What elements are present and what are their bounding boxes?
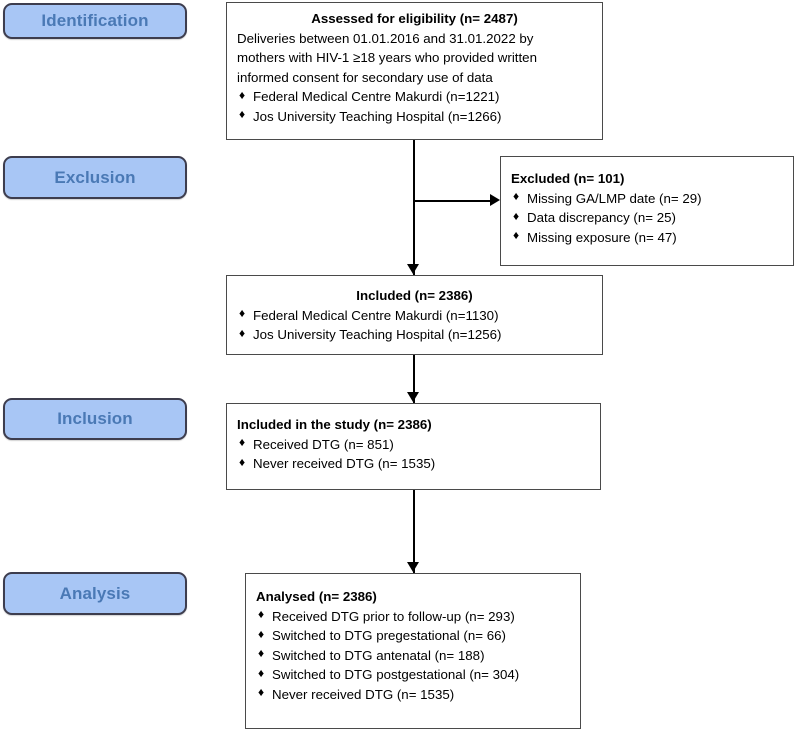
connector-included-to-study xyxy=(413,355,415,403)
list-item-label: Missing GA/LMP date (n= 29) xyxy=(527,190,702,206)
list-item: ♦ Never received DTG (n= 1535) xyxy=(256,685,570,705)
diamond-bullet-icon: ♦ xyxy=(258,665,265,680)
list-item-label: Switched to DTG postgestational (n= 304) xyxy=(272,667,520,683)
node-paragraph-line-3: informed consent for secondary use of da… xyxy=(237,69,493,85)
node-title: Excluded (n= 101) xyxy=(511,171,625,186)
connector-to-excluded xyxy=(413,200,491,202)
list-item-label: Never received DTG (n= 1535) xyxy=(253,456,436,472)
list-item: ♦ Switched to DTG pregestational (n= 66) xyxy=(256,626,570,646)
diamond-bullet-icon: ♦ xyxy=(258,685,265,700)
list-item-label: Jos University Teaching Hospital (n=1256… xyxy=(253,327,502,343)
node-assessed-for-eligibility: Assessed for eligibility (n= 2487) Deliv… xyxy=(226,2,603,140)
diamond-bullet-icon: ♦ xyxy=(239,87,246,102)
list-item: ♦ Missing GA/LMP date (n= 29) xyxy=(511,189,783,209)
list-item-label: Federal Medical Centre Makurdi (n=1130) xyxy=(253,307,499,323)
arrowhead-included xyxy=(406,264,419,274)
node-included-in-study: Included in the study (n= 2386) ♦ Receiv… xyxy=(226,403,601,490)
diamond-bullet-icon: ♦ xyxy=(239,325,246,340)
diamond-bullet-icon: ♦ xyxy=(513,189,520,204)
diamond-bullet-icon: ♦ xyxy=(513,208,520,223)
list-item: ♦ Data discrepancy (n= 25) xyxy=(511,208,783,228)
arrowhead-analysed xyxy=(406,562,419,572)
arrowhead-included-study xyxy=(406,392,419,402)
list-item-label: Federal Medical Centre Makurdi (n=1221) xyxy=(253,89,500,105)
list-item: ♦ Switched to DTG postgestational (n= 30… xyxy=(256,665,570,685)
list-item-label: Switched to DTG antenatal (n= 188) xyxy=(272,647,485,663)
connector-study-to-analysed xyxy=(413,490,415,573)
node-title: Assessed for eligibility (n= 2487) xyxy=(311,11,518,26)
diamond-bullet-icon: ♦ xyxy=(239,454,246,469)
diamond-bullet-icon: ♦ xyxy=(239,107,246,122)
stage-label-exclusion: Exclusion xyxy=(3,156,187,199)
diamond-bullet-icon: ♦ xyxy=(239,306,246,321)
node-item-list: ♦ Received DTG (n= 851) ♦ Never received… xyxy=(237,435,590,474)
stage-label-text: Identification xyxy=(41,11,149,30)
stage-label-inclusion: Inclusion xyxy=(3,398,187,440)
list-item: ♦ Federal Medical Centre Makurdi (n=1221… xyxy=(237,87,592,107)
diamond-bullet-icon: ♦ xyxy=(239,435,246,450)
diamond-bullet-icon: ♦ xyxy=(258,626,265,641)
node-analysed: Analysed (n= 2386) ♦ Received DTG prior … xyxy=(245,573,581,729)
list-item-label: Received DTG prior to follow-up (n= 293) xyxy=(272,608,515,624)
node-title: Included in the study (n= 2386) xyxy=(237,417,432,432)
list-item: ♦ Jos University Teaching Hospital (n=12… xyxy=(237,325,592,345)
node-paragraph-line-1: Deliveries between 01.01.2016 and 31.01.… xyxy=(237,30,534,46)
arrowhead-excluded xyxy=(490,194,500,206)
list-item-label: Never received DTG (n= 1535) xyxy=(272,686,455,702)
list-item: ♦ Missing exposure (n= 47) xyxy=(511,228,783,248)
list-item-label: Data discrepancy (n= 25) xyxy=(527,210,676,226)
node-item-list: ♦ Federal Medical Centre Makurdi (n=1130… xyxy=(237,306,592,345)
stage-label-text: Inclusion xyxy=(57,409,133,428)
diamond-bullet-icon: ♦ xyxy=(513,228,520,243)
stage-label-text: Analysis xyxy=(59,583,131,603)
list-item-label: Missing exposure (n= 47) xyxy=(527,229,677,245)
connector-eligibility-to-included xyxy=(413,140,415,275)
list-item-label: Jos University Teaching Hospital (n=1266… xyxy=(253,108,502,124)
node-item-list: ♦ Federal Medical Centre Makurdi (n=1221… xyxy=(237,87,592,126)
stage-label-identification: Identification xyxy=(3,3,187,39)
node-title: Analysed (n= 2386) xyxy=(256,589,377,604)
list-item: ♦ Switched to DTG antenatal (n= 188) xyxy=(256,646,570,666)
node-included: Included (n= 2386) ♦ Federal Medical Cen… xyxy=(226,275,603,355)
stage-label-text: Exclusion xyxy=(54,167,136,187)
diamond-bullet-icon: ♦ xyxy=(258,646,265,661)
list-item-label: Switched to DTG pregestational (n= 66) xyxy=(272,628,506,644)
list-item: ♦ Federal Medical Centre Makurdi (n=1130… xyxy=(237,306,592,326)
list-item: ♦ Received DTG (n= 851) xyxy=(237,435,590,455)
list-item: ♦ Received DTG prior to follow-up (n= 29… xyxy=(256,607,570,627)
list-item-label: Received DTG (n= 851) xyxy=(253,436,394,452)
node-title: Included (n= 2386) xyxy=(356,288,473,303)
node-excluded: Excluded (n= 101) ♦ Missing GA/LMP date … xyxy=(500,156,794,266)
node-item-list: ♦ Received DTG prior to follow-up (n= 29… xyxy=(256,607,570,705)
list-item: ♦ Jos University Teaching Hospital (n=12… xyxy=(237,107,592,127)
node-paragraph-line-2: mothers with HIV-1 ≥18 years who provide… xyxy=(237,50,537,66)
list-item: ♦ Never received DTG (n= 1535) xyxy=(237,454,590,474)
diamond-bullet-icon: ♦ xyxy=(258,607,265,622)
stage-label-analysis: Analysis xyxy=(3,572,187,615)
node-item-list: ♦ Missing GA/LMP date (n= 29) ♦ Data dis… xyxy=(511,189,783,248)
